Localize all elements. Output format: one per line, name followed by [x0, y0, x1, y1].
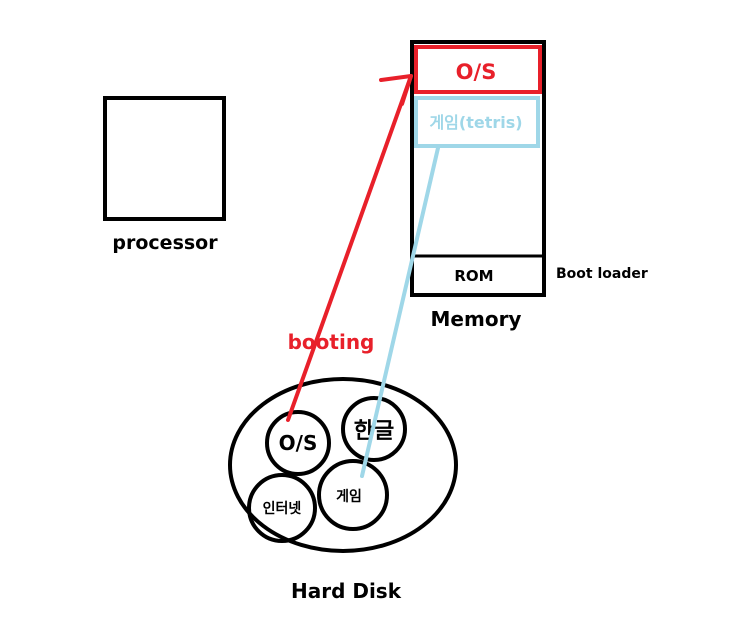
hard-disk-internet-label: 인터넷 [263, 500, 302, 517]
hard-disk-internet-circle [247, 473, 317, 543]
processor-label: processor [112, 232, 218, 254]
memory-game-label: 게임(tetris) [429, 113, 522, 132]
booting-arrow-head-top [379, 74, 413, 82]
processor-box [103, 96, 226, 221]
memory-boot-loader-label: Boot loader [556, 266, 648, 282]
memory-os-box [414, 45, 542, 94]
hard-disk-os-label: O/S [279, 431, 318, 455]
hard-disk-label: Hard Disk [291, 579, 402, 603]
memory: O/S 게임(tetris) ROM Boot loader Memory [410, 40, 648, 331]
booting-arrow: booting [286, 74, 413, 422]
booting-arrow-head-bottom [400, 74, 413, 106]
processor: processor [103, 96, 226, 254]
game-load-line [360, 146, 440, 478]
memory-game-box [414, 96, 540, 148]
hard-disk-game-circle [317, 459, 389, 531]
hard-disk-ellipse [228, 377, 458, 553]
memory-os-label: O/S [456, 60, 497, 84]
memory-rom-label: ROM [454, 267, 493, 285]
memory-label: Memory [431, 307, 522, 331]
hard-disk-os-circle [265, 410, 331, 476]
booting-arrow-line [286, 74, 413, 422]
memory-box [410, 40, 546, 297]
hard-disk-game-label: 게임 [336, 489, 362, 505]
hard-disk: O/S 한글 인터넷 게임 Hard Disk [228, 377, 458, 603]
hard-disk-hangul-circle [341, 396, 407, 462]
booting-label: booting [288, 330, 375, 354]
